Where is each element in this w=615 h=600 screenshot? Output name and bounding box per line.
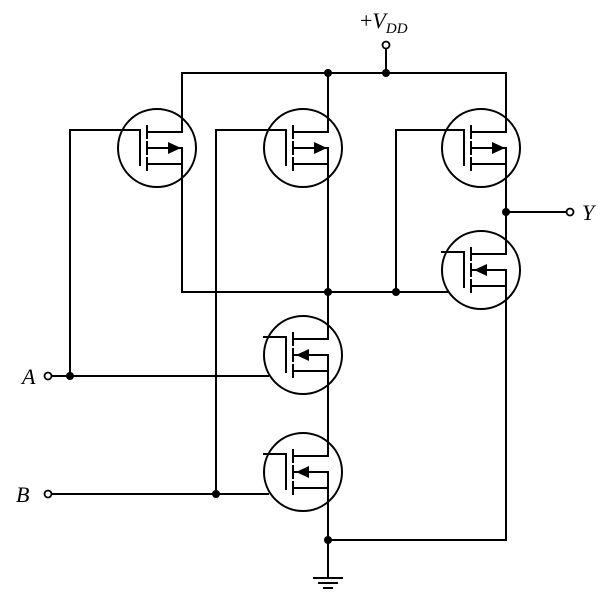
output-y-label: Y (582, 200, 597, 225)
junction-dot (324, 69, 332, 77)
terminal-y[interactable] (565, 207, 575, 217)
junctions (66, 69, 510, 544)
pmos-arrow-icon (492, 142, 505, 154)
junction-dot (66, 372, 74, 380)
terminal-b[interactable] (43, 489, 53, 499)
wire-b-to-p2-gate (215, 129, 288, 495)
junction-dot (324, 536, 332, 544)
vdd-label: +VDD (360, 8, 408, 37)
junction-dot (392, 288, 400, 296)
input-b-label: B (16, 482, 29, 507)
wire-n3-source-to-ground (327, 291, 507, 541)
nmos-arrow-icon (296, 349, 309, 361)
pmos-transistor-3 (441, 108, 521, 188)
ground-icon (313, 577, 343, 589)
terminals (43, 40, 575, 499)
pmos-arrow-icon (168, 142, 181, 154)
transistors (117, 108, 521, 512)
junction-dot (212, 490, 220, 498)
pmos-transistor-2 (263, 108, 343, 188)
pmos-arrow-icon (314, 142, 327, 154)
nmos-transistor-b (263, 432, 343, 512)
junction-dot (382, 69, 390, 77)
terminal-vdd[interactable] (381, 40, 391, 50)
wire-mid-to-n3-gate (395, 129, 463, 293)
input-a-label: A (20, 364, 36, 389)
wire-a-to-p1-gate (69, 129, 141, 377)
nmos-arrow-icon (296, 466, 309, 478)
nmos-arrow-icon (474, 264, 487, 276)
junction-dot (324, 288, 332, 296)
terminal-a[interactable] (43, 371, 53, 381)
pmos-transistor-4 (441, 230, 521, 310)
junction-dot (502, 208, 510, 216)
nmos-transistor-a (263, 315, 343, 395)
pmos-transistor-1 (117, 108, 197, 188)
